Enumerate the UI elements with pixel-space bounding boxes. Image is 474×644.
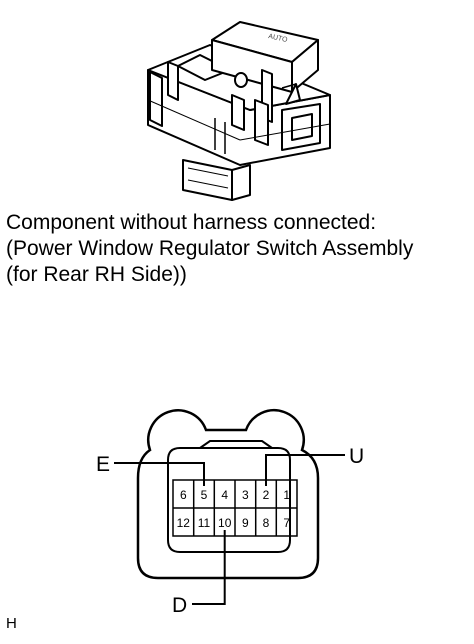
terminal-3: 3: [242, 488, 249, 502]
terminal-9: 9: [242, 516, 249, 530]
terminal-6: 6: [180, 488, 187, 502]
terminal-2: 2: [263, 488, 270, 502]
switch-assembly-illustration: [147, 21, 331, 201]
callout-label-e: E: [96, 453, 110, 476]
figure-code: H: [6, 615, 17, 632]
callout-line-u: [265, 454, 345, 486]
terminal-7: 7: [283, 516, 290, 530]
terminal-10: 10: [218, 516, 232, 530]
connector-face: [136, 409, 320, 580]
terminal-numbers: 6 5 4 3 2 1 12 11 10 9 8 7: [177, 488, 291, 530]
callout-label-u: U: [349, 445, 364, 468]
terminal-5: 5: [201, 488, 208, 502]
terminal-1: 1: [283, 488, 290, 502]
callout-label-d: D: [172, 594, 187, 617]
terminal-8: 8: [263, 516, 270, 530]
callout-line-d: [192, 530, 226, 605]
terminal-11: 11: [198, 516, 211, 530]
terminal-12: 12: [177, 516, 191, 530]
caption-line-1: Component without harness connected:: [6, 211, 377, 234]
caption-line-3: (for Rear RH Side)): [6, 263, 187, 286]
callout-lines: [114, 454, 345, 605]
callout-line-e: [114, 462, 205, 486]
terminal-4: 4: [221, 488, 228, 502]
caption-line-2: (Power Window Regulator Switch Assembly: [6, 237, 414, 260]
switch-button-marking: AUTO: [268, 33, 289, 44]
